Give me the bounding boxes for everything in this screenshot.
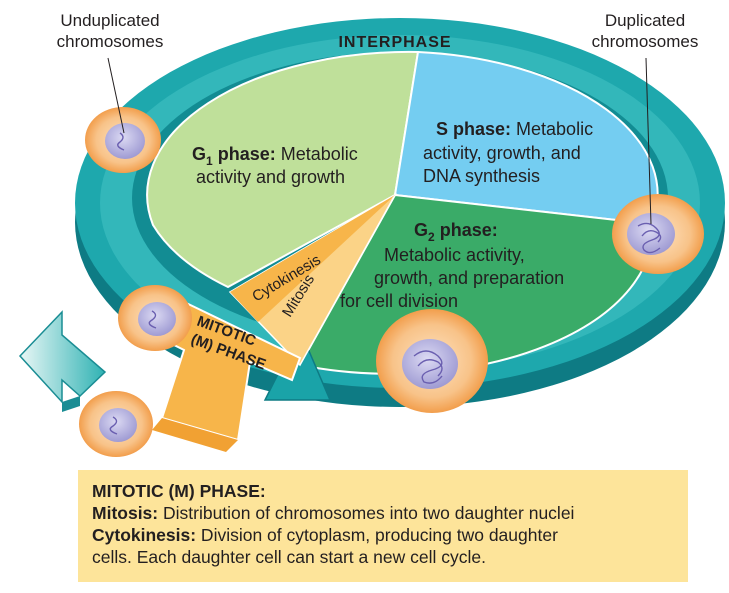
cell-duplicated-right: [612, 194, 704, 274]
g1-line2: activity and growth: [196, 167, 345, 187]
g2-line2: growth, and preparation: [374, 268, 564, 288]
g1-title-sub: 1: [206, 154, 213, 168]
s-line2: activity, growth, and: [423, 143, 581, 163]
leader-duplicated: [645, 57, 652, 225]
cell-daughter-lower: [79, 391, 153, 457]
mitotic-phase-summary-box: MITOTIC (M) PHASE: Mitosis: Distribution…: [78, 470, 688, 582]
cytokinesis-text-1: Division of cytoplasm, producing two dau…: [196, 525, 558, 545]
cytokinesis-term: Cytokinesis:: [92, 525, 197, 545]
unduplicated-chromosomes-callout: Unduplicated chromosomes: [40, 10, 180, 52]
duplicated-line2: chromosomes: [591, 32, 699, 51]
g2-line1: Metabolic activity,: [384, 245, 525, 265]
cell-daughter-upper: [118, 285, 192, 351]
mitosis-text: Distribution of chromosomes into two dau…: [158, 503, 575, 523]
g1-sector: [146, 50, 420, 289]
cytokinesis-text-2: cells. Each daughter cell can start a ne…: [92, 547, 486, 567]
unduplicated-line2: chromosomes: [56, 32, 164, 51]
summary-mitosis-line: Mitosis: Distribution of chromosomes int…: [92, 502, 674, 524]
g2-line3: for cell division: [340, 291, 458, 311]
g1-title-g: G: [192, 144, 206, 164]
s-label: S phase: Metabolic: [436, 119, 593, 139]
mitotic-wedge: [152, 192, 398, 452]
g2-title-g: G: [414, 220, 428, 240]
g2-label: G2 phase:: [414, 220, 498, 244]
duplicated-chromosomes-callout: Duplicated chromosomes: [570, 10, 720, 52]
s-sector: [393, 50, 659, 226]
exit-arrow: [18, 310, 107, 412]
s-title: S phase:: [436, 119, 511, 139]
leader-unduplicated: [107, 57, 125, 134]
unduplicated-line1: Unduplicated: [60, 11, 160, 30]
g2-title-sub: 2: [428, 230, 435, 244]
g1-line1: Metabolic: [276, 144, 358, 164]
cell-g2: [376, 309, 488, 413]
s-line1: Metabolic: [511, 119, 593, 139]
g1-title-rest: phase:: [213, 144, 276, 164]
mitosis-term: Mitosis:: [92, 503, 159, 523]
summary-cytokinesis-line: Cytokinesis: Division of cytoplasm, prod…: [92, 524, 674, 546]
cell-unduplicated-top: [85, 107, 161, 173]
interphase-label: INTERPHASE: [338, 34, 451, 51]
duplicated-line1: Duplicated: [604, 11, 686, 30]
summary-heading: MITOTIC (M) PHASE:: [92, 481, 266, 501]
g1-label: G1 phase: Metabolic: [192, 144, 358, 168]
g2-title-rest: phase:: [435, 220, 498, 240]
s-line3: DNA synthesis: [423, 166, 540, 186]
